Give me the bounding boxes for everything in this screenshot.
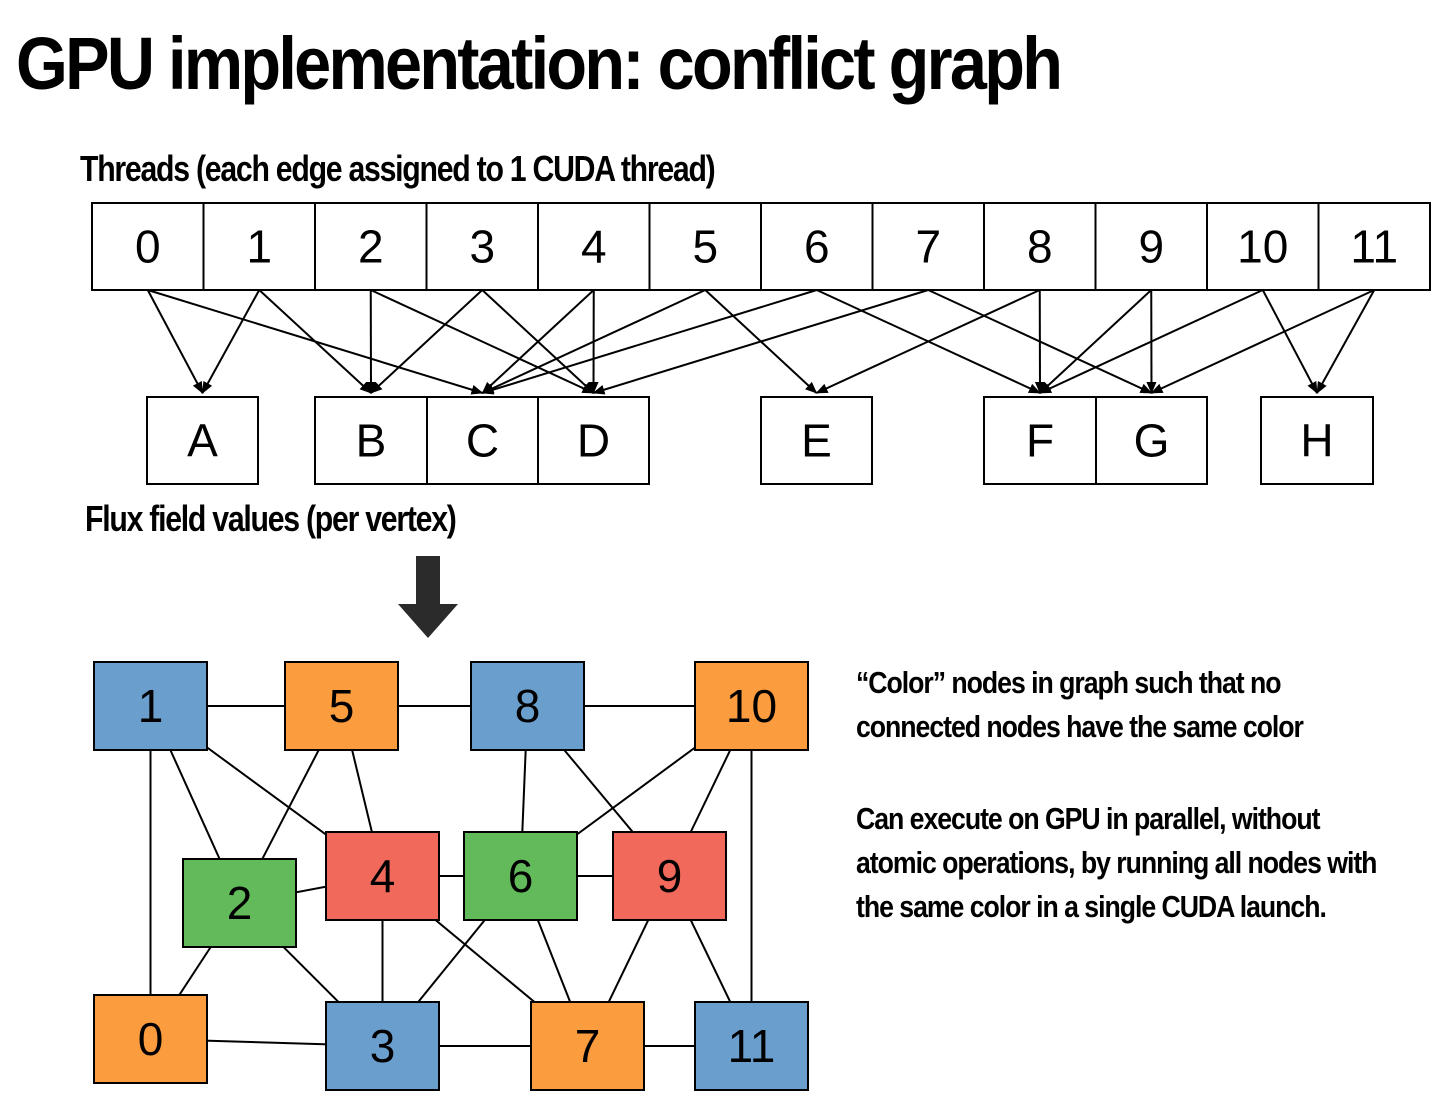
down-arrow-icon — [398, 556, 458, 638]
thread-box: 8 — [983, 202, 1097, 291]
thread-edge-arrow — [1150, 289, 1375, 394]
graph-node-label: 5 — [329, 680, 355, 732]
vertex-label: C — [466, 415, 499, 467]
thread-edge-arrow — [481, 289, 595, 394]
vertex-box: H — [1260, 396, 1374, 485]
thread-edge-arrow — [1039, 289, 1264, 394]
graph-node: 4 — [325, 831, 440, 921]
thread-label: 9 — [1138, 221, 1164, 273]
vertex-box: F — [983, 396, 1097, 485]
graph-node-label: 9 — [657, 850, 683, 902]
graph-node-label: 3 — [370, 1020, 396, 1072]
graph-node-label: 2 — [227, 877, 253, 929]
thread-label: 6 — [804, 221, 830, 273]
graph-node: 8 — [470, 661, 585, 751]
coloring-note-line-1: “Color” nodes in graph such that no — [856, 665, 1282, 700]
thread-box: 7 — [871, 202, 985, 291]
thread-box: 10 — [1206, 202, 1320, 291]
down-arrow-shape — [398, 556, 458, 638]
graph-node: 2 — [182, 858, 297, 948]
thread-box: 2 — [314, 202, 428, 291]
execution-note: Can execute on GPU in parallel, without … — [856, 797, 1377, 929]
thread-edge-arrow — [370, 289, 595, 394]
graph-node: 1 — [93, 661, 208, 751]
graph-node-label: 1 — [138, 680, 164, 732]
execution-note-line-3: the same color in a single CUDA launch. — [856, 889, 1327, 924]
vertex-label: A — [187, 415, 218, 467]
thread-label: 2 — [358, 221, 384, 273]
execution-note-line-2: atomic operations, by running all nodes … — [856, 845, 1377, 880]
thread-label: 4 — [581, 221, 607, 273]
vertex-label: H — [1300, 415, 1333, 467]
coloring-note: “Color” nodes in graph such that no conn… — [856, 661, 1304, 749]
coloring-note-line-2: connected nodes have the same color — [856, 709, 1304, 744]
graph-node-label: 6 — [508, 850, 534, 902]
vertex-box: G — [1095, 396, 1208, 485]
thread-box: 4 — [537, 202, 651, 291]
graph-node: 11 — [694, 1001, 809, 1091]
thread-label: 5 — [692, 221, 718, 273]
thread-box: 3 — [425, 202, 539, 291]
thread-box: 11 — [1317, 202, 1431, 291]
thread-label: 11 — [1350, 221, 1398, 273]
graph-node-label: 4 — [370, 850, 396, 902]
graph-node: 0 — [93, 994, 208, 1084]
vertex-box: E — [760, 396, 873, 485]
vertex-box: C — [426, 396, 539, 485]
graph-node: 5 — [284, 661, 399, 751]
thread-label: 10 — [1237, 221, 1288, 273]
thread-box: 9 — [1094, 202, 1208, 291]
thread-label: 3 — [469, 221, 495, 273]
graph-node: 3 — [325, 1001, 440, 1091]
graph-node-label: 8 — [515, 680, 541, 732]
graph-node: 7 — [530, 1001, 645, 1091]
thread-label: 1 — [246, 221, 272, 273]
threads-label: Threads (each edge assigned to 1 CUDA th… — [80, 148, 716, 189]
conflict-graph-nodes: 0 1 2 3 4 5 6 7 8 9 10 11 — [93, 661, 809, 1091]
vertex-label: F — [1026, 415, 1054, 467]
thread-edge-arrow — [146, 289, 204, 394]
vertex-label: D — [577, 415, 610, 467]
thread-edge-arrow — [481, 289, 818, 395]
vertex-label: G — [1134, 415, 1170, 467]
vertex-label: B — [356, 415, 387, 467]
slide-title: GPU implementation: conflict graph — [16, 22, 1063, 105]
execution-note-line-1: Can execute on GPU in parallel, without — [856, 801, 1320, 836]
thread-label: 8 — [1027, 221, 1053, 273]
vertex-box: B — [314, 396, 428, 485]
vertex-box: D — [537, 396, 650, 485]
thread-edge-arrow — [1039, 289, 1152, 394]
vertex-box: A — [146, 396, 259, 485]
thread-edge-arrow — [201, 289, 261, 394]
vertex-label: E — [801, 415, 832, 467]
graph-node: 6 — [463, 831, 578, 921]
graph-node: 9 — [612, 831, 727, 921]
thread-label: 0 — [135, 221, 161, 273]
thread-box: 0 — [91, 202, 205, 291]
vertex-row: A B C D E F G H — [146, 396, 1374, 485]
flux-field-label: Flux field values (per vertex) — [85, 498, 457, 539]
threads-row: 0 1 2 3 4 5 6 7 8 9 10 11 — [91, 202, 1431, 291]
graph-node-label: 0 — [138, 1013, 164, 1065]
graph-node-label: 7 — [575, 1020, 601, 1072]
thread-box: 6 — [760, 202, 874, 291]
thread-box: 5 — [648, 202, 762, 291]
graph-node-label: 10 — [726, 680, 777, 732]
graph-node-label: 11 — [728, 1020, 776, 1072]
thread-edge-arrow — [370, 289, 483, 394]
thread-edge-arrow — [1261, 289, 1318, 394]
thread-edge-arrow — [1316, 289, 1376, 394]
thread-edge-arrow — [592, 289, 929, 395]
thread-label: 7 — [915, 221, 941, 273]
graph-node: 10 — [694, 661, 809, 751]
thread-box: 1 — [202, 202, 316, 291]
thread-edge-arrow — [481, 289, 706, 394]
thread-edge-arrow — [258, 289, 372, 394]
thread-edge-arrow — [815, 289, 1041, 394]
thread-edge-arrows — [146, 289, 1376, 395]
